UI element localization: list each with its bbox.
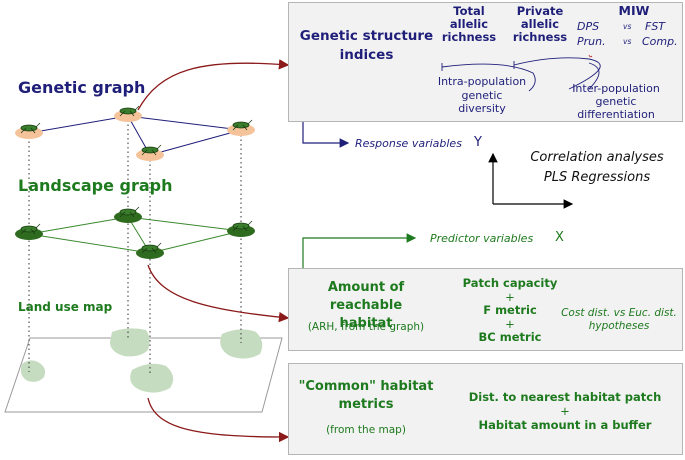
y-label: Y: [474, 135, 482, 150]
intra-population-label: Intra-population genetic diversity: [437, 75, 527, 115]
grasshopper-icon: [20, 105, 253, 254]
landscape-graph-edges: [28, 216, 242, 254]
arh-title: Amount of reachable habitat: [327, 280, 405, 331]
arrow-map-to-common: [147, 397, 290, 443]
total-allelic-richness: Total allelic richness: [441, 4, 497, 44]
arrow-genetic-to-indices: [137, 59, 290, 111]
common-habitat-box: "Common" habitat metrics (from the map) …: [288, 363, 683, 455]
private-allelic-richness: Private allelic richness: [512, 4, 568, 44]
common-habitat-subtitle: (from the map): [326, 424, 406, 436]
miw-heading: MIW: [618, 3, 650, 18]
common-habitat-metrics: Dist. to nearest habitat patch + Habitat…: [468, 390, 662, 432]
habitat-patch: [220, 329, 263, 359]
analyses-text: Correlation analyses PLS Regressions: [530, 150, 664, 185]
arh-metrics: Patch capacity + F metric + BC metric: [462, 276, 558, 344]
arh-subtitle: (ARH, from the graph): [307, 321, 425, 333]
habitat-patch: [130, 363, 174, 393]
grouping-brackets: [441, 54, 601, 92]
genetic-structure-title: Genetic structure indices: [299, 28, 434, 63]
response-variables-label: Response variables: [355, 137, 462, 150]
x-label: X: [555, 230, 564, 245]
common-habitat-title: "Common" habitat metrics: [298, 379, 434, 412]
predictor-variables-label: Predictor variables: [430, 232, 534, 245]
inter-population-label: Inter-population genetic differentiation: [572, 82, 660, 121]
arrow-predictor: [302, 233, 417, 268]
arrow-response: [302, 122, 350, 148]
genetic-structure-box: Genetic structure indices Total allelic …: [288, 2, 683, 122]
genetic-graph-label: Genetic graph: [18, 78, 146, 97]
land-use-map-label: Land use map: [18, 300, 113, 314]
arh-hypotheses: Cost dist. vs Euc. dist. hypotheses: [561, 307, 677, 332]
habitat-patch: [20, 360, 46, 382]
arh-box: Amount of reachable habitat (ARH, from t…: [288, 268, 683, 351]
layer-illustration: [4, 105, 283, 413]
arrow-landscape-to-arh: [147, 264, 290, 323]
landscape-graph-label: Landscape graph: [18, 176, 173, 195]
habitat-patch: [110, 328, 150, 357]
